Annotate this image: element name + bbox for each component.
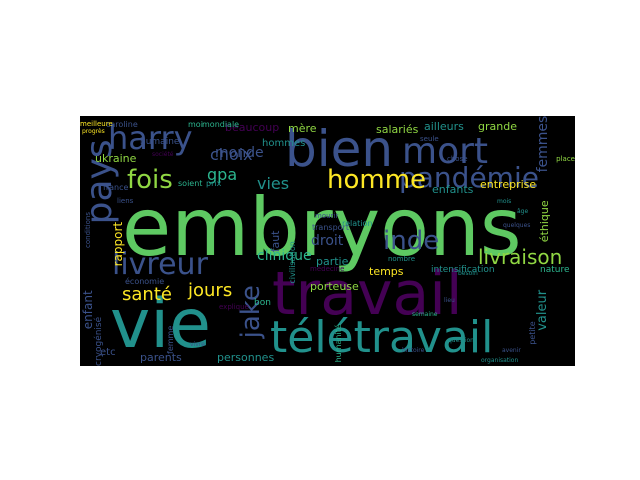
- word-cloud-word: jake: [236, 285, 266, 339]
- word-cloud-word: temps: [369, 265, 404, 278]
- word-cloud-word: bon: [254, 298, 271, 308]
- word-cloud-word: soient: [178, 179, 203, 188]
- word-cloud-word: porteuse: [310, 280, 359, 293]
- word-cloud-word: chose: [447, 155, 468, 163]
- word-cloud-word: embryons: [122, 181, 522, 274]
- word-cloud-word: lieu: [444, 297, 455, 304]
- word-cloud-word: partie: [316, 255, 349, 268]
- word-cloud-word: éthique: [538, 200, 551, 243]
- word-cloud-word: humanité: [334, 324, 343, 363]
- word-cloud-word: vivre: [190, 341, 205, 348]
- word-cloud-word: jours: [188, 280, 233, 301]
- word-cloud-word: entreprise: [480, 178, 537, 191]
- word-cloud-word: parents: [140, 351, 182, 364]
- word-cloud-word: nature: [540, 265, 570, 275]
- word-cloud-word: seule: [420, 135, 439, 143]
- word-cloud-word: femmes: [535, 116, 551, 173]
- word-cloud-word: choix: [210, 145, 253, 164]
- word-cloud-word: enfants: [432, 183, 474, 196]
- word-cloud-word: meilleure: [80, 120, 113, 128]
- word-cloud-word: clinique: [257, 248, 312, 264]
- word-cloud-word: organisation: [481, 357, 519, 364]
- word-cloud-word: progrès: [82, 128, 105, 135]
- word-cloud-word: besoin: [458, 270, 478, 277]
- word-cloud-word: civilisation: [288, 241, 297, 284]
- word-cloud-word: monde: [215, 145, 264, 161]
- word-cloud-word: explique: [219, 303, 249, 311]
- word-cloud-word: mondiale: [202, 120, 240, 129]
- word-cloud-word: salariés: [376, 123, 419, 136]
- word-cloud-word: relation: [342, 219, 373, 228]
- word-cloud-word: valeur: [535, 289, 550, 331]
- word-cloud-word: petite: [528, 321, 537, 345]
- word-cloud-word: question: [448, 337, 474, 344]
- word-cloud-word: histoire: [402, 347, 425, 354]
- word-cloud-word: vie: [110, 285, 211, 364]
- word-cloud-word: travail: [272, 259, 463, 329]
- word-cloud-word: france: [103, 183, 129, 192]
- word-cloud-word: ukraine: [95, 152, 137, 165]
- word-cloud-word: rapport: [111, 221, 125, 267]
- word-cloud-word: ailleurs: [424, 120, 464, 133]
- word-cloud-word: cryogénisé: [94, 316, 104, 366]
- word-cloud-word: mourir: [315, 212, 339, 220]
- word-cloud-word: avenir: [502, 347, 521, 354]
- word-cloud-word: société: [152, 151, 174, 158]
- word-cloud-word: harry: [108, 119, 193, 157]
- word-cloud-word: mois: [497, 198, 512, 205]
- word-cloud-word: femme: [166, 325, 175, 354]
- word-cloud-word: liens: [117, 197, 134, 205]
- word-cloud-word: faut: [269, 230, 282, 253]
- word-cloud-word: conditions: [84, 211, 92, 248]
- word-cloud-word: gpa: [207, 165, 238, 184]
- word-cloud-word: fois: [127, 165, 173, 195]
- word-cloud-word: droit: [311, 233, 344, 249]
- word-cloud-word: livreur: [112, 247, 208, 282]
- word-cloud-word: prix: [206, 179, 222, 188]
- word-cloud-word: bien: [285, 120, 394, 178]
- word-cloud-word: homme: [327, 165, 427, 195]
- word-cloud-word: grande: [478, 120, 517, 133]
- word-cloud-word: place: [556, 155, 575, 163]
- word-cloud-word: santé: [122, 284, 172, 305]
- word-cloud-word: mère: [288, 122, 317, 135]
- word-cloud-word: télétravail: [270, 312, 494, 363]
- word-cloud-word: caroline: [106, 120, 138, 129]
- word-cloud-word: humaine: [140, 137, 180, 147]
- word-cloud-word: hommes: [262, 138, 306, 149]
- word-cloud-word: livraison: [478, 245, 563, 269]
- word-cloud-word: médecine: [310, 265, 345, 273]
- word-cloud-word: vies: [257, 174, 290, 193]
- word-cloud-word: quelques: [503, 222, 531, 229]
- word-cloud-word: âge: [517, 208, 529, 215]
- word-cloud-word: mort: [402, 131, 489, 172]
- word-cloud-word: pandémie: [399, 161, 539, 194]
- word-cloud-word: semaine: [412, 311, 438, 318]
- word-cloud-word: intensification: [431, 265, 495, 275]
- word-cloud-word: etc: [100, 347, 116, 358]
- word-cloud-word: économie: [125, 277, 165, 286]
- word-cloud-word: personnes: [217, 351, 275, 364]
- word-cloud-word: enfant: [81, 290, 95, 330]
- word-cloud-word: transport: [312, 223, 349, 232]
- word-cloud-word: inde: [383, 226, 440, 256]
- word-cloud-word: moi: [188, 120, 203, 129]
- word-cloud-word: nombre: [388, 255, 416, 263]
- word-cloud-word: beaucoup: [225, 121, 280, 134]
